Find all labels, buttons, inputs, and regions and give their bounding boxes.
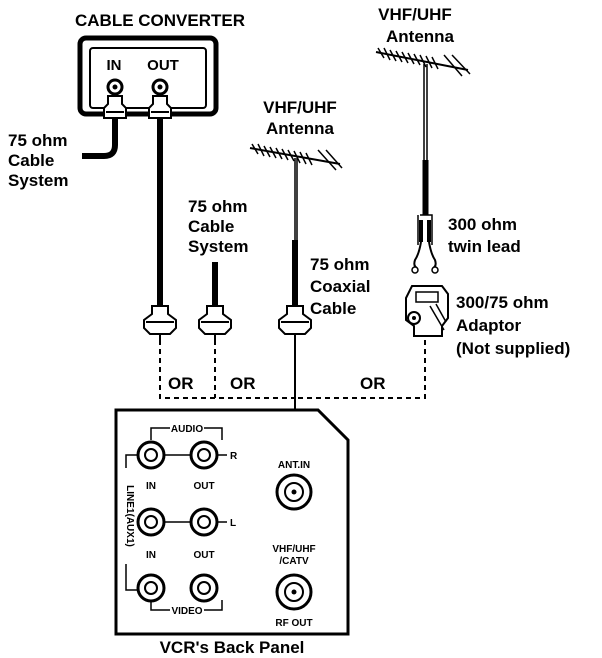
or-label-1: OR — [168, 374, 194, 393]
or-label-2: OR — [230, 374, 256, 393]
in-label-1: IN — [146, 481, 156, 492]
converter-in-label: IN — [107, 57, 122, 74]
svg-text:Cable: Cable — [310, 299, 356, 318]
svg-text:300/75 ohm: 300/75 ohm — [456, 293, 549, 312]
svg-text:75 ohm: 75 ohm — [188, 197, 248, 216]
audio-label: AUDIO — [171, 424, 203, 435]
vhf-uhf-catv-label-2: /CATV — [279, 556, 309, 567]
converter-in-connector — [103, 95, 127, 119]
svg-text:75 ohm: 75 ohm — [8, 131, 68, 150]
in-label-2: IN — [146, 550, 156, 561]
coaxial-cable-label: 75 ohm Coaxial Cable — [310, 255, 370, 318]
svg-text:VHF/UHF: VHF/UHF — [263, 98, 337, 117]
twin-lead-label: 300 ohm twin lead — [448, 215, 521, 256]
svg-text:System: System — [188, 237, 248, 256]
svg-text:Cable: Cable — [188, 217, 234, 236]
out-label-2: OUT — [193, 550, 214, 561]
converter-in-cable — [82, 118, 118, 159]
cable-converter: CABLE CONVERTER IN OUT — [75, 11, 245, 305]
adaptor-300-75 — [405, 285, 449, 337]
svg-text:System: System — [8, 171, 68, 190]
converter-out-connector — [148, 95, 172, 119]
vhf-uhf-antenna-right: VHF/UHF Antenna — [375, 5, 471, 274]
cable-system-mid: 75 ohm Cable System — [188, 197, 248, 340]
r-label: R — [230, 451, 238, 462]
svg-text:VHF/UHF: VHF/UHF — [378, 5, 452, 24]
rf-out-label: RF OUT — [275, 618, 312, 629]
out-label-1: OUT — [193, 481, 214, 492]
cable-converter-title: CABLE CONVERTER — [75, 11, 245, 30]
plug-connector-2 — [198, 305, 232, 335]
ant-in-label: ANT.IN — [278, 460, 310, 471]
adaptor-label: 300/75 ohm Adaptor (Not supplied) — [456, 293, 570, 358]
converter-out-label: OUT — [147, 57, 179, 74]
svg-text:twin lead: twin lead — [448, 237, 521, 256]
svg-text:(Not supplied): (Not supplied) — [456, 339, 570, 358]
vhf-uhf-catv-label-1: VHF/UHF — [272, 544, 315, 555]
dashed-alternative-paths — [159, 340, 426, 399]
plug-connector-3 — [278, 305, 312, 335]
or-label-3: OR — [360, 374, 386, 393]
svg-text:Adaptor: Adaptor — [456, 316, 522, 335]
video-label: VIDEO — [171, 606, 202, 617]
plug-connector-1 — [143, 305, 177, 340]
svg-text:Coaxial: Coaxial — [310, 277, 370, 296]
svg-text:Antenna: Antenna — [266, 119, 335, 138]
l-label: L — [230, 518, 236, 529]
cable-system-left: 75 ohm Cable System — [8, 131, 68, 190]
svg-text:Antenna: Antenna — [386, 27, 455, 46]
svg-text:Cable: Cable — [8, 151, 54, 170]
vcr-back-panel: AUDIO VIDEO LINE1(AUX1) R IN OUT L IN OU… — [114, 408, 350, 636]
line1-aux1-label: LINE1(AUX1) — [124, 485, 135, 547]
svg-text:75 ohm: 75 ohm — [310, 255, 370, 274]
svg-text:300 ohm: 300 ohm — [448, 215, 517, 234]
vcr-back-panel-caption: VCR's Back Panel — [160, 638, 305, 657]
